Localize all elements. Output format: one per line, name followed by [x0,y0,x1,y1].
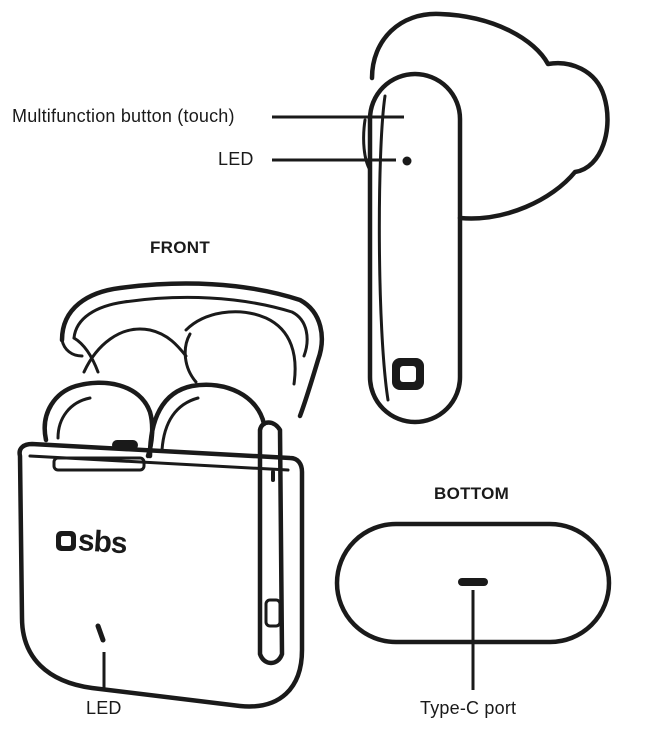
earbud [362,11,610,425]
earbud-stem-edge [377,94,390,402]
case-side-logo-icon [264,598,282,628]
touch-area [362,118,372,172]
earbud-led-dot [402,156,412,166]
front-heading: FRONT [150,238,211,257]
charging-case [17,281,325,709]
earbud-head [369,11,610,221]
case-lid-edge [60,336,100,374]
case-front-led [95,623,106,643]
right-cavity [184,310,297,386]
led-bottom-label: LED [86,698,122,718]
case-side-led [271,470,275,482]
cavity-divider [183,332,198,384]
right-earbud-in-case [147,382,267,459]
left-cavity [82,327,188,374]
led-top-label: LED [218,149,254,169]
case-lid-rim [72,295,309,358]
multifunction-button-label: Multifunction button (touch) [12,106,235,126]
type-c-port-icon [458,578,488,586]
case-hinge-rail [257,420,285,666]
bottom-heading: BOTTOM [434,484,510,503]
case-logo-icon [56,531,76,551]
case-slot [52,456,146,472]
case-lid [59,281,325,419]
type-c-port-label: Type-C port [420,698,517,718]
case-body [17,441,305,709]
case-logo-text: sbs [76,524,128,561]
earbud-stem [367,71,463,425]
